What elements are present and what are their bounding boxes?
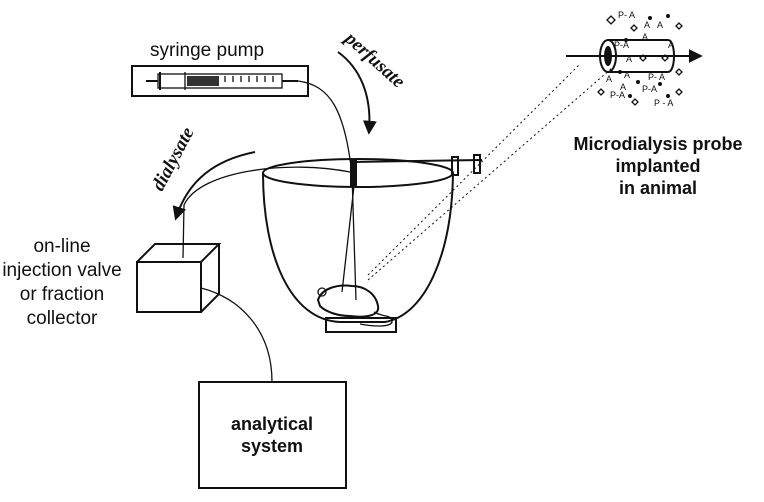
syringe-graduations <box>224 76 274 82</box>
valve-box-top <box>136 243 222 263</box>
animal-bowl <box>262 158 454 333</box>
molecule-tag: P - A <box>654 98 673 108</box>
valve-label: on-line injection valve or fraction coll… <box>2 236 121 329</box>
molecule-tag: A <box>644 20 650 30</box>
mouse-tail <box>359 311 393 327</box>
molecule-tag: A <box>620 82 626 92</box>
bowl-rim <box>262 158 454 188</box>
analytical-system: analytical system <box>198 381 347 489</box>
molecule-markers <box>597 15 683 106</box>
molecule-tag: P- A <box>648 72 665 82</box>
swivel-arm <box>350 154 483 186</box>
molecule-tag: A <box>642 32 648 42</box>
probe-detail: P- A A P-A A A A P- A A P-A A P-A P - A … <box>566 10 703 108</box>
probe-core <box>604 46 612 66</box>
probe-caption-line-3: in animal <box>619 178 697 198</box>
probe-caption-line-1: Microdialysis probe <box>573 134 742 154</box>
animal-mouse <box>316 284 393 327</box>
dialysate-arrow <box>172 151 256 221</box>
molecule-tag: P-A <box>610 90 625 100</box>
molecule-tag: A <box>657 20 663 30</box>
probe-caption: Microdialysis probe implanted in animal <box>573 134 742 198</box>
mouse-ear <box>317 287 327 297</box>
analytical-label-line-2: system <box>241 436 303 456</box>
syringe-barrel <box>157 73 283 89</box>
analytical-system-box <box>198 381 347 489</box>
valve-label-line-2: injection valve <box>2 260 121 281</box>
swivel-mount <box>350 160 357 186</box>
syringe-pump-housing <box>131 65 309 97</box>
dialysate-label: dialysate <box>148 123 199 194</box>
bowl-body <box>262 172 454 323</box>
syringe-pump: syringe pump <box>131 40 309 97</box>
zoom-line-lower <box>367 67 613 281</box>
molecule-tag: P-A <box>614 40 629 50</box>
probe-line <box>341 185 355 293</box>
molecule-tag: A <box>624 70 630 80</box>
dialysate-tubing <box>182 166 351 259</box>
molecule-tag: P- A <box>618 10 635 20</box>
analytical-label-line-1: analytical <box>231 414 313 434</box>
syringe-fluid <box>187 76 219 86</box>
valve-label-line-1: on-line <box>33 236 90 257</box>
perfusate-arrow <box>337 51 377 135</box>
probe-membrane <box>608 39 675 73</box>
molecule-tag: A <box>668 40 674 50</box>
valve-box-front <box>136 261 202 313</box>
swivel-bar <box>351 159 483 163</box>
mouse-body <box>316 284 380 318</box>
probe-caption-line-2: implanted <box>615 156 700 176</box>
valve-label-line-3: or fraction <box>20 284 104 305</box>
probe-opening <box>599 39 617 73</box>
molecule-tag: P-A <box>642 84 657 94</box>
syringe-pump-label: syringe pump <box>150 40 264 61</box>
injection-valve-box <box>136 243 222 313</box>
analytical-tubing <box>200 287 273 383</box>
molecule-tag: A <box>626 54 632 64</box>
molecule-tag: A <box>606 74 612 84</box>
swivel-clamp-right <box>473 154 481 174</box>
molecule-dots <box>618 14 670 98</box>
perfusate-label: perfusate <box>339 27 409 93</box>
perfusate-tubing <box>297 80 357 301</box>
bowl-base <box>325 317 397 333</box>
swivel-clamp-left <box>451 156 459 176</box>
valve-label-line-4: collector <box>27 308 98 329</box>
